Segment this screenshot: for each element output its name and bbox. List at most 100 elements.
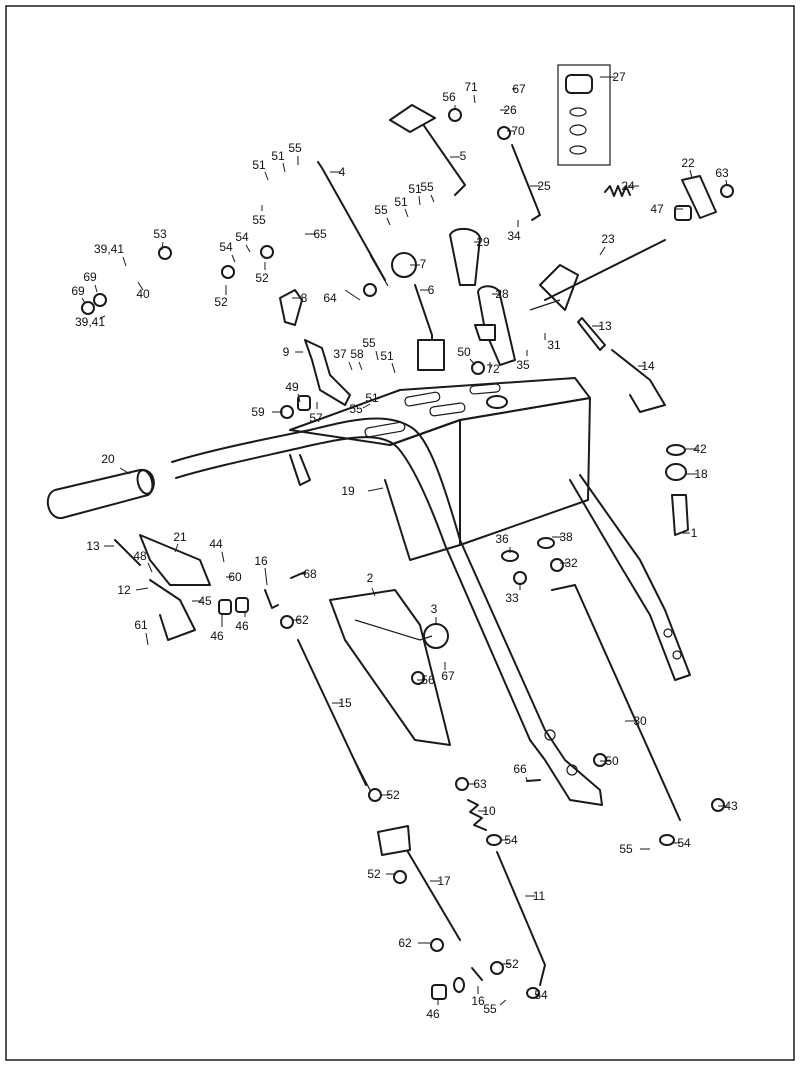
callout-leader-line <box>358 361 363 371</box>
callout-label: 60 <box>228 570 242 584</box>
callout-label: 26 <box>503 103 517 117</box>
lever-14 <box>611 349 666 413</box>
callout-label: 15 <box>338 696 352 710</box>
callout-label: 50 <box>605 754 619 768</box>
callout-label: 4 <box>339 165 346 179</box>
hardware-nuts <box>81 108 734 1000</box>
callout-label: 7 <box>420 257 427 271</box>
callout-label: 52 <box>386 788 400 802</box>
callout-leader-line <box>418 195 421 206</box>
callout-label: 61 <box>134 618 148 632</box>
rod-5 <box>419 119 466 196</box>
callout-label: 54 <box>235 230 249 244</box>
callout-label: 1 <box>691 526 698 540</box>
callout-label: 21 <box>173 530 187 544</box>
callout-label: 24 <box>621 179 635 193</box>
callout-leader-line <box>404 208 409 218</box>
callout-label: 51 <box>252 158 266 172</box>
callout-label: 71 <box>464 80 478 94</box>
callout-label: 46 <box>210 629 224 643</box>
callout-leader-line <box>348 361 353 371</box>
callout-label: 54 <box>534 988 548 1002</box>
spring-10 <box>467 799 487 831</box>
knob-3 <box>423 623 449 649</box>
callout-label: 16 <box>471 994 485 1008</box>
callout-label: 22 <box>681 156 695 170</box>
callout-label: 37 <box>333 347 347 361</box>
callout-label: 67 <box>512 82 526 96</box>
callout-label: 55 <box>420 180 434 194</box>
callout-leader-line <box>371 587 376 597</box>
callout-label: 23 <box>601 232 615 246</box>
lever-12 <box>149 579 196 641</box>
bracket-22 <box>681 175 717 219</box>
callout-label: 49 <box>285 380 299 394</box>
callout-label: 34 <box>507 229 521 243</box>
callout-label: 55 <box>483 1002 497 1016</box>
callout-label: 50 <box>457 345 471 359</box>
callout-label: 55 <box>288 141 302 155</box>
callout-leader-line <box>94 284 98 293</box>
callout-label: 45 <box>198 594 212 608</box>
callout-label: 40 <box>136 287 150 301</box>
callout-label: 5 <box>460 149 467 163</box>
callout-leader-line <box>499 999 507 1006</box>
cover-29 <box>449 227 481 286</box>
callout-leader-line <box>473 94 476 104</box>
callout-leader-line <box>282 162 286 173</box>
callout-label: 3 <box>431 602 438 616</box>
callout-label: 52 <box>367 867 381 881</box>
callout-label: 55 <box>252 213 266 227</box>
callout-label: 63 <box>473 777 487 791</box>
callout-label: 51 <box>408 182 422 196</box>
callout-label: 57 <box>309 411 323 425</box>
callout-leader-line <box>264 567 268 586</box>
callout-leader-line <box>147 562 153 573</box>
callout-leader-line <box>119 467 131 475</box>
callout-label: 27 <box>612 70 626 84</box>
callout-label: 54 <box>504 833 518 847</box>
callout-leader-line <box>137 281 144 291</box>
callout-label: 55 <box>374 203 388 217</box>
callout-leader-line <box>264 171 269 181</box>
callout-label: 33 <box>505 591 519 605</box>
lever-9 <box>304 339 351 406</box>
callout-label: 55 <box>619 842 633 856</box>
callout-label: 31 <box>547 338 561 352</box>
callout-leader-line <box>135 587 149 591</box>
callout-label: 53 <box>153 227 167 241</box>
knob-8 <box>279 289 303 326</box>
callout-label: 13 <box>598 319 612 333</box>
callout-label: 58 <box>350 347 364 361</box>
callout-label: 72 <box>486 362 500 376</box>
callout-leader-line <box>689 169 693 179</box>
callout-leader-line <box>525 776 528 781</box>
callout-label: 16 <box>254 554 268 568</box>
callout-label: 39,41 <box>75 315 105 329</box>
callout-label: 38 <box>559 530 573 544</box>
callout-label: 52 <box>255 271 269 285</box>
callout-leader-line <box>362 403 371 409</box>
callout-label: 51 <box>271 149 285 163</box>
callout-leader-line <box>245 244 251 253</box>
callout-label: 66 <box>513 762 527 776</box>
callout-leader-line <box>430 194 435 203</box>
callout-leader-line <box>599 246 606 256</box>
spring-24 <box>604 185 631 197</box>
rod-4 <box>317 161 386 281</box>
callout-label: 56 <box>421 673 435 687</box>
callout-label: 51 <box>380 349 394 363</box>
callout-label: 55 <box>349 402 363 416</box>
cover-21 <box>139 534 211 586</box>
callout-label: 52 <box>505 957 519 971</box>
link-11 <box>496 851 546 986</box>
callout-label: 51 <box>365 391 379 405</box>
callout-leader-line <box>145 632 149 646</box>
callout-label: 70 <box>511 124 525 138</box>
callout-label: 30 <box>633 714 647 728</box>
callout-label: 10 <box>482 804 496 818</box>
handlebar-assembly <box>171 417 691 806</box>
callout-label: 14 <box>641 359 655 373</box>
